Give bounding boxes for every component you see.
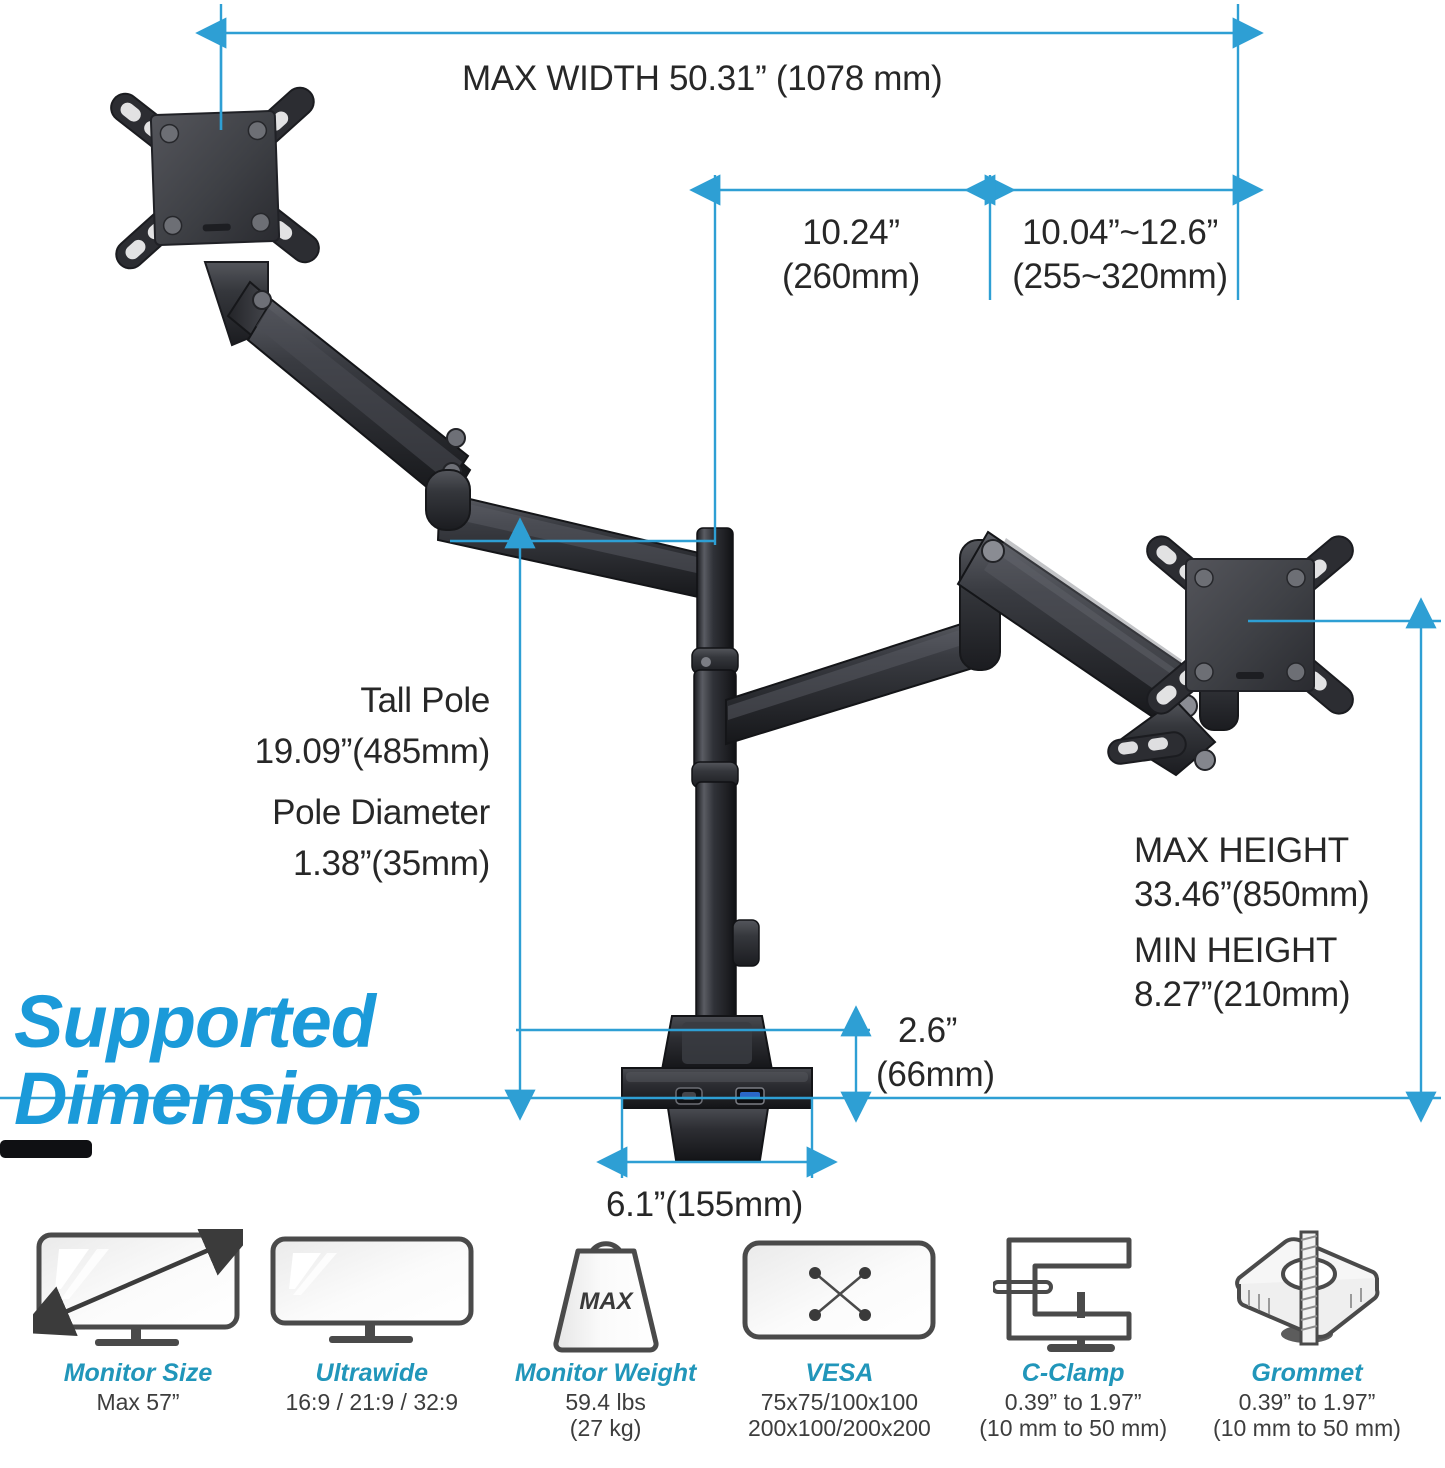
pole-diameter-value: 1.38”(35mm) xyxy=(292,844,490,883)
base-height-inches: 2.6” xyxy=(898,1011,958,1050)
min-height-label: MIN HEIGHT xyxy=(1134,931,1338,970)
max-height-value: 33.46”(850mm) xyxy=(1134,875,1370,914)
page-title-line1: Supported xyxy=(14,980,376,1063)
spec-title: VESA xyxy=(805,1359,874,1387)
spec-title: Ultrawide xyxy=(315,1359,429,1387)
monitor-ultrawide-icon xyxy=(267,1225,477,1353)
spec-grommet: Grommet 0.39” to 1.97” (10 mm to 50 mm) xyxy=(1193,1225,1421,1442)
max-width-label: MAX WIDTH 50.31” (1078 mm) xyxy=(462,59,943,98)
segment-right-mm: (255~320mm) xyxy=(1012,257,1228,296)
spec-monitor-size: Monitor Size Max 57” xyxy=(24,1225,252,1416)
monitor-diagonal-icon xyxy=(33,1225,243,1353)
base-height-mm: (66mm) xyxy=(876,1055,995,1094)
right-vesa-plate xyxy=(1146,535,1354,715)
tall-pole-label: Tall Pole xyxy=(360,681,490,720)
pole-diameter-label: Pole Diameter xyxy=(272,793,490,832)
right-gas-spring-arm xyxy=(956,530,1239,777)
spec-sub: 75x75/100x100 200x100/200x200 xyxy=(747,1389,931,1441)
spec-sub: Max 57” xyxy=(96,1389,180,1415)
grommet-icon xyxy=(1223,1225,1391,1353)
segment-right-inches: 10.04”~12.6” xyxy=(1022,213,1218,252)
base-width-label: 6.1”(155mm) xyxy=(606,1185,804,1224)
spec-monitor-weight: MAX Monitor Weight 59.4 lbs (27 kg) xyxy=(492,1225,720,1442)
vesa-pattern-icon xyxy=(739,1225,939,1353)
tall-pole-value: 19.09”(485mm) xyxy=(254,732,491,771)
spec-sub: 59.4 lbs (27 kg) xyxy=(565,1389,646,1441)
spec-title: C-Clamp xyxy=(1021,1359,1125,1387)
left-vesa-plate xyxy=(110,86,320,270)
center-pole xyxy=(691,527,760,1033)
spec-title: Monitor Weight xyxy=(514,1359,697,1387)
spec-c-clamp: C-Clamp 0.39” to 1.97” (10 mm to 50 mm) xyxy=(959,1225,1187,1442)
spec-title: Grommet xyxy=(1251,1359,1363,1387)
supported-specs-row: Monitor Size Max 57” Ultrawide 16:9 / 21… xyxy=(0,1225,1445,1468)
max-height-label: MAX HEIGHT xyxy=(1134,831,1349,870)
spec-vesa: VESA 75x75/100x100 200x100/200x200 xyxy=(725,1225,953,1442)
spec-sub: 0.39” to 1.97” (10 mm to 50 mm) xyxy=(979,1389,1168,1441)
spec-title: Monitor Size xyxy=(63,1359,213,1387)
segment-left-mm: (260mm) xyxy=(782,257,920,296)
segment-left-inches: 10.24” xyxy=(802,213,900,252)
weight-max-icon: MAX xyxy=(526,1225,686,1353)
svg-text:MAX: MAX xyxy=(579,1288,634,1315)
spec-ultrawide: Ultrawide 16:9 / 21:9 / 32:9 xyxy=(258,1225,486,1416)
spec-sub: 0.39” to 1.97” (10 mm to 50 mm) xyxy=(1213,1389,1401,1441)
spec-sub: 16:9 / 21:9 / 32:9 xyxy=(285,1389,459,1415)
page-title-line2: Dimensions xyxy=(14,1057,424,1140)
c-clamp-icon xyxy=(993,1225,1153,1353)
min-height-value: 8.27”(210mm) xyxy=(1134,975,1351,1014)
